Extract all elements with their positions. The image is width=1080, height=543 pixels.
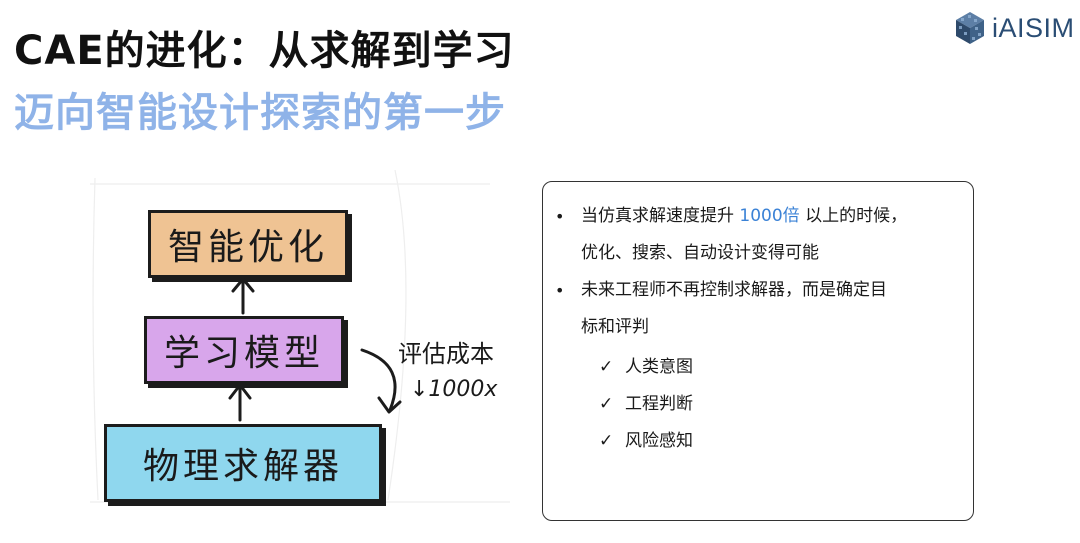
- cost-label: 评估成本: [398, 340, 494, 368]
- check-text: 人类意图: [625, 357, 693, 377]
- node-smart-optimization: 智能优化: [148, 210, 348, 278]
- diagram-background: [90, 170, 510, 503]
- page-subtitle: 迈向智能设计探索的第一步: [14, 90, 506, 136]
- check-item: ✓ 风险感知: [599, 426, 693, 451]
- cost-value: ↓1000x: [410, 377, 498, 402]
- check-item: ✓ 工程判断: [599, 389, 693, 414]
- check-icon: ✓: [599, 357, 614, 377]
- architecture-diagram: 智能优化 学习模型 物理求解器 评估成本 ↓1000x: [90, 170, 520, 510]
- bullet-text: 以上的时候，: [799, 206, 908, 226]
- check-icon: ✓: [599, 431, 614, 451]
- bullet-item: • 当仿真求解速度提升 1000倍 以上的时候， 优化、搜索、自动设计变得可能: [543, 198, 973, 272]
- node-learning-model: 学习模型: [144, 316, 344, 384]
- logo: iAISIM: [954, 10, 1075, 46]
- page-title: CAE的进化：从求解到学习: [14, 28, 515, 74]
- bullet-dot: •: [555, 207, 565, 226]
- logo-text: iAISIM: [992, 12, 1075, 43]
- bullet-item: • 未来工程师不再控制求解器，而是确定目 标和评判: [543, 272, 973, 346]
- highlight-text: 1000倍: [739, 206, 800, 226]
- node-label: 智能优化: [167, 227, 328, 268]
- node-physics-solver: 物理求解器: [104, 424, 382, 502]
- node-label: 学习模型: [163, 333, 324, 374]
- check-item: ✓ 人类意图: [599, 352, 693, 377]
- node-label: 物理求解器: [142, 446, 343, 487]
- bullet-text: 当仿真求解速度提升: [581, 206, 740, 226]
- bullet-dot: •: [555, 281, 565, 300]
- summary-panel: • 当仿真求解速度提升 1000倍 以上的时候， 优化、搜索、自动设计变得可能 …: [542, 181, 974, 521]
- bullet-text: 优化、搜索、自动设计变得可能: [581, 243, 819, 263]
- bullet-text: 未来工程师不再控制求解器，而是确定目: [581, 280, 887, 300]
- bullet-text: 标和评判: [581, 317, 649, 337]
- check-text: 工程判断: [625, 394, 693, 414]
- cube-logo-icon: [956, 12, 984, 44]
- check-icon: ✓: [599, 394, 614, 414]
- check-text: 风险感知: [625, 431, 693, 451]
